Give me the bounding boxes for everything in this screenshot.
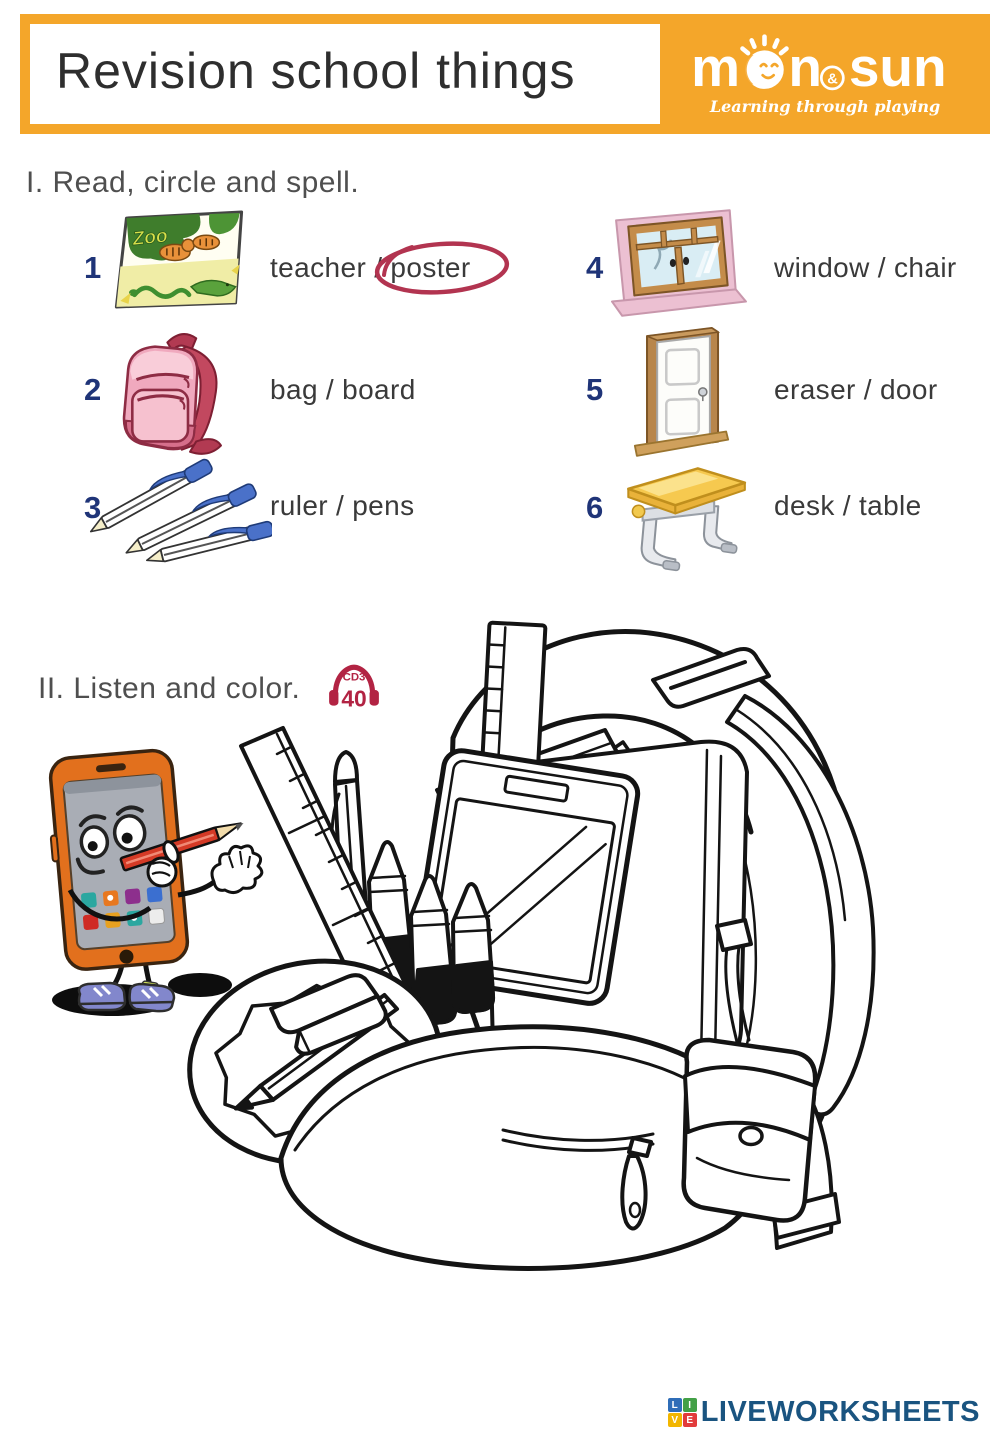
word-option[interactable]: teacher — [270, 252, 367, 283]
worksheet-header: Revision school things m — [20, 14, 990, 134]
liveworksheets-logo-icon: L I V E — [667, 1398, 697, 1427]
brand-panel: m — [660, 14, 990, 134]
word-option[interactable]: desk — [774, 490, 835, 521]
shadow — [168, 973, 232, 997]
desk-legs — [640, 505, 738, 572]
tiger-icon — [159, 234, 221, 262]
item5-number: 5 — [586, 372, 604, 407]
svg-text:CD3: CD3 — [343, 672, 366, 684]
item1-number: 1 — [84, 250, 102, 285]
item4-word-choice: window/chair — [774, 252, 957, 283]
backpack-coloring-illustration — [185, 610, 885, 1280]
item2-word-choice: bag/board — [270, 374, 416, 405]
item1-word-choice: teacher/poster — [270, 241, 510, 295]
section2-heading: II. Listen and color. — [38, 672, 301, 705]
desk-illustration — [614, 458, 752, 581]
word-option[interactable]: bag — [270, 374, 318, 405]
zipper-pull — [627, 1136, 653, 1158]
zoo-poster-illustration: Zoo — [110, 208, 252, 319]
item3-number: 3 — [84, 490, 102, 525]
moon-sun-logo: m — [691, 33, 947, 98]
item5-word-choice: eraser/door — [774, 374, 938, 405]
section1-heading: I. Read, circle and spell. — [26, 166, 360, 199]
pencil-case-pocket — [187, 958, 443, 1166]
eraser — [269, 973, 388, 1056]
word-option[interactable]: door — [879, 374, 938, 405]
svg-text:&: & — [827, 71, 838, 87]
door-illustration — [632, 324, 730, 471]
pens-illustration — [86, 450, 275, 569]
sneaker-icon — [77, 981, 176, 1013]
window-illustration — [610, 206, 752, 325]
front-panel — [278, 1024, 769, 1271]
logo-letter-n: n — [788, 36, 822, 98]
word-option[interactable]: ruler — [270, 490, 329, 521]
pen-icon — [89, 458, 275, 563]
brand-tagline: Learning through playing — [709, 96, 941, 116]
item6-number: 6 — [586, 490, 604, 525]
hand-holding-pencil — [146, 840, 180, 888]
word-option[interactable]: table — [858, 490, 922, 521]
headphones-icon: CD3 40 — [329, 664, 379, 712]
svg-text:40: 40 — [341, 686, 366, 712]
cd-track-badge: CD3 40 — [326, 662, 382, 721]
shoulder-strap — [725, 694, 876, 1117]
pink-backpack-illustration — [106, 326, 238, 465]
logo-word-sun: sun — [849, 36, 947, 98]
crocodile-icon — [189, 279, 237, 297]
logo-ampersand: & — [819, 65, 845, 90]
liveworksheets-footer[interactable]: L I V E LIVEWORKSHEETS — [667, 1396, 980, 1429]
word-option[interactable]: pens — [352, 490, 415, 521]
word-option[interactable]: window — [774, 252, 870, 283]
item3-word-choice: ruler/pens — [270, 490, 415, 521]
liveworksheets-wordmark: LIVEWORKSHEETS — [700, 1396, 980, 1428]
word-option[interactable]: chair — [893, 252, 957, 283]
sun-face-icon — [738, 33, 789, 89]
word-option[interactable]: eraser — [774, 374, 856, 405]
snake-icon — [129, 285, 192, 299]
side-pouch — [681, 918, 818, 1223]
word-option[interactable]: poster — [390, 252, 471, 283]
item2-number: 2 — [84, 372, 102, 407]
page-title: Revision school things — [56, 43, 576, 99]
item6-word-choice: desk/table — [774, 490, 922, 521]
phone-mascot-illustration — [28, 740, 273, 1050]
svg-text:Zoo: Zoo — [131, 226, 169, 251]
logo-letter-m: m — [691, 36, 740, 98]
item4-number: 4 — [586, 250, 604, 285]
word-option[interactable]: board — [342, 374, 416, 405]
